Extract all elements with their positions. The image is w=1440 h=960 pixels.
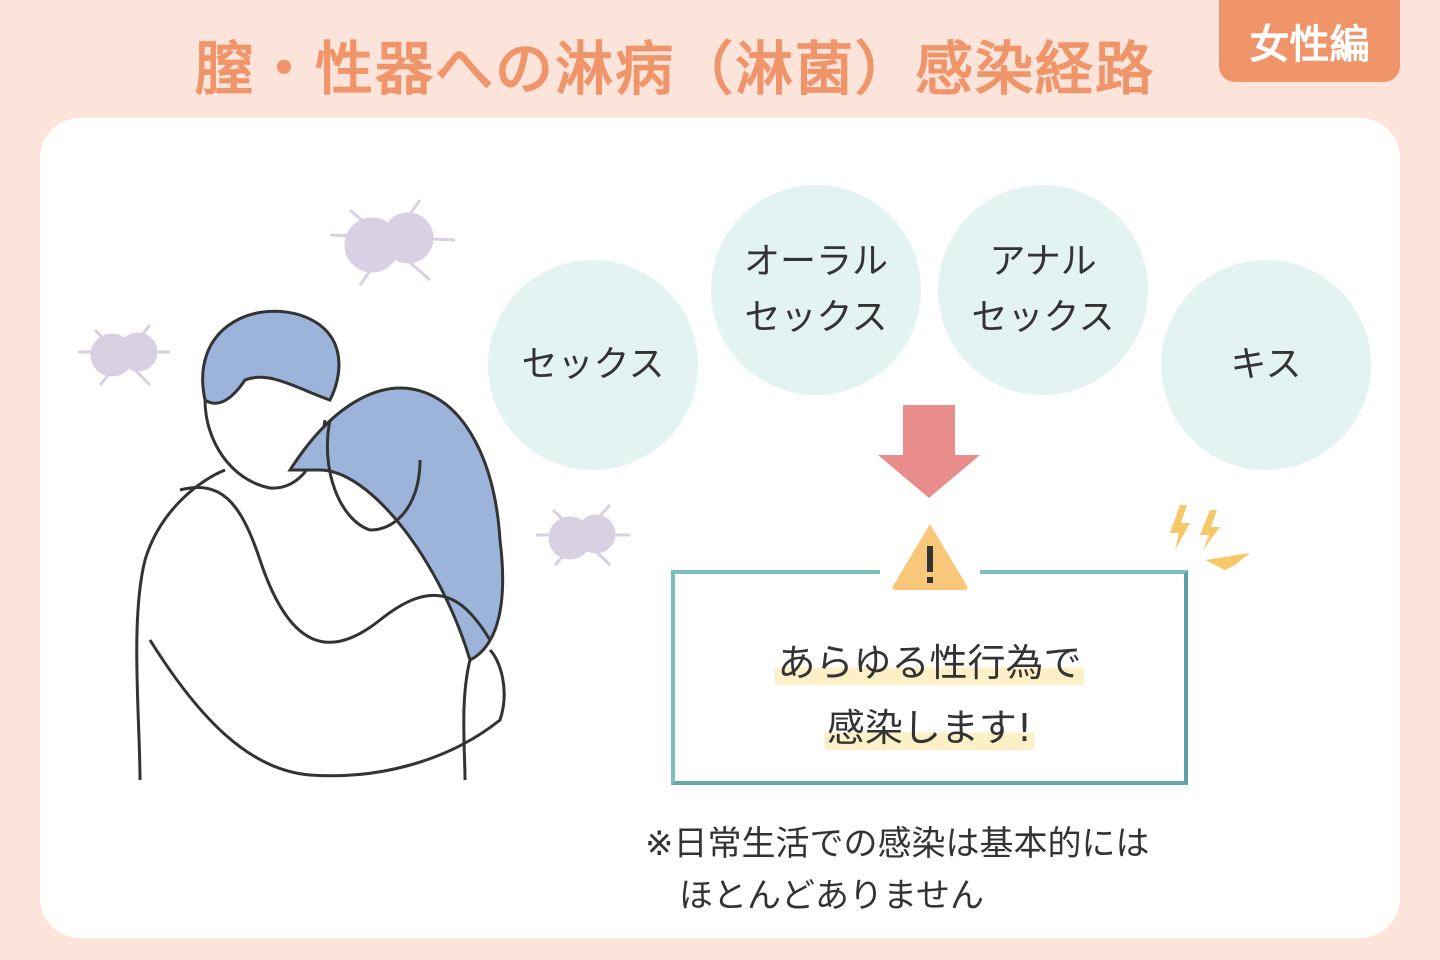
message-line-1: あらゆる性行為で: [775, 641, 1084, 685]
route-oral-sex: オーラル セックス: [711, 185, 921, 395]
germ-icon: [78, 199, 630, 567]
route-anal-sex: アナル セックス: [938, 185, 1148, 395]
route-sex: セックス: [488, 260, 698, 470]
lightning-icon: [1170, 505, 1250, 570]
arrow-down-icon: [878, 405, 980, 498]
couple-illustration: [78, 199, 630, 781]
page-title: 膣・性器への淋病（淋菌）感染経路: [194, 35, 1155, 103]
warning-icon: [892, 524, 968, 590]
category-badge: 女性編: [1219, 0, 1400, 82]
footnote: ※日常生活での感染は基本的には ほとんどありません: [645, 824, 1150, 916]
message-line-2: 感染します!: [824, 706, 1035, 750]
man-hair: [201, 309, 341, 405]
route-kiss: キス: [1161, 260, 1371, 470]
